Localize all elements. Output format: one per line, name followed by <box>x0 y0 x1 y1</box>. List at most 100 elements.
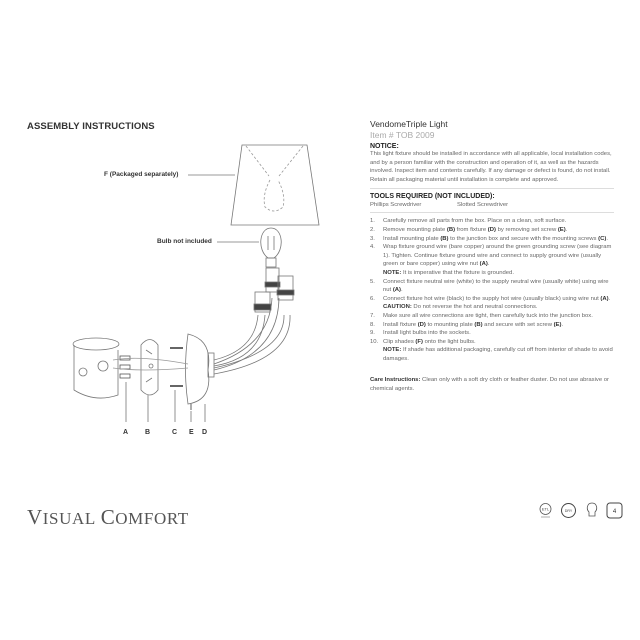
logo-c: C <box>100 505 116 529</box>
arms-drawing <box>213 297 291 375</box>
bulb-icon <box>583 502 600 519</box>
step-item: 10. Clip shades (F) onto the light bulbs.… <box>370 338 614 364</box>
step-text: . <box>606 235 608 242</box>
step-text: Make sure all wire connections are tight… <box>383 312 593 319</box>
notice-text: This light fixture should be installed i… <box>370 151 612 183</box>
step-number: 4. <box>370 244 375 251</box>
certification-icons: ETL DRY 4 <box>537 502 623 519</box>
svg-text:DRY: DRY <box>565 509 573 513</box>
note-text: If shade has additional packaging, caref… <box>383 347 613 362</box>
step-number: 2. <box>370 226 375 233</box>
part-reference: (B) <box>446 226 456 233</box>
notice-heading: NOTICE: <box>370 143 399 150</box>
part-label-e: E <box>189 429 194 436</box>
tools-list: Phillips Screwdriver Slotted Screwdriver <box>370 202 614 208</box>
dry-rated-icon: DRY <box>560 502 577 519</box>
step-text: Wrap fixture ground wire (bare copper) a… <box>383 244 612 268</box>
step-text: . <box>487 261 490 268</box>
logo-v: V <box>27 505 43 529</box>
tool-item: Phillips Screwdriver <box>370 202 422 209</box>
part-label-a: A <box>123 429 129 436</box>
step-item: 4. Wrap fixture ground wire (bare copper)… <box>370 243 614 277</box>
note-label: NOTE: <box>383 347 402 354</box>
part-reference: (D) <box>487 226 496 233</box>
junction-box-drawing <box>72 337 120 399</box>
part-reference: (F) <box>415 338 423 345</box>
step-text: . <box>565 226 568 233</box>
step-text: . <box>561 321 564 328</box>
divider <box>370 188 614 190</box>
step-note: NOTE: If shade has additional packaging,… <box>383 346 614 363</box>
etl-listed-icon: ETL <box>537 502 554 519</box>
part-label-c: C <box>172 429 178 436</box>
step-text: Install light bulbs into the sockets. <box>383 330 471 337</box>
step-text: from fixture <box>455 226 488 233</box>
divider <box>370 212 614 214</box>
step-item: 1. Carefully remove all parts from the bo… <box>370 217 614 226</box>
step-item: 6.Connect fixture hot wire (black) to th… <box>370 295 614 312</box>
mounting-plate-drawing <box>140 339 159 396</box>
step-text: Remove mounting plate <box>383 226 447 233</box>
step-item: 2. Remove mounting plate (B) from fixture… <box>370 226 614 235</box>
part-reference: (D) <box>417 321 426 328</box>
step-number: 1. <box>370 218 375 225</box>
logo-isual: ISUAL <box>42 509 96 528</box>
step-number: 8. <box>370 321 375 328</box>
step-number: 9. <box>370 330 375 337</box>
step-text: Install mounting plate <box>383 235 441 242</box>
care-label: Care Instructions: <box>370 377 421 384</box>
step-text: Carefully remove all parts from the box.… <box>383 218 567 225</box>
part-label-b: B <box>145 429 151 436</box>
step-note: CAUTION: Do not reverse the hot and neut… <box>383 303 614 312</box>
part-label-d: D <box>202 429 208 436</box>
canopy-drawing <box>185 333 215 410</box>
svg-text:4: 4 <box>613 509 617 515</box>
bulb-drawing <box>260 227 282 268</box>
note-label: CAUTION: <box>383 304 412 311</box>
part-reference: (B) <box>440 235 449 242</box>
callout-shade-f: F (Packaged separately) <box>104 171 179 178</box>
step-number: 10. <box>370 338 379 345</box>
part-reference: (A) <box>600 295 609 302</box>
step-text: and secure with set screw <box>482 321 554 328</box>
tool-item: Slotted Screwdriver <box>457 202 509 209</box>
tools-heading: TOOLS REQUIRED (NOT INCLUDED): <box>370 193 495 201</box>
part-reference: (E) <box>557 226 566 233</box>
step-number: 6. <box>370 295 375 302</box>
instructions-column: VendomeTriple Light Item # TOB 2009 NOTI… <box>370 119 614 394</box>
product-name: VendomeTriple Light <box>370 119 448 129</box>
step-text: . <box>608 295 611 302</box>
step-item: 3. Install mounting plate (B) to the junc… <box>370 235 614 244</box>
part-reference: (A) <box>479 261 488 268</box>
sockets-drawing <box>253 267 295 313</box>
steps-list: 1. Carefully remove all parts from the bo… <box>370 217 614 363</box>
part-reference: (A) <box>392 287 402 294</box>
step-text: Install fixture <box>383 321 418 328</box>
step-item: 5. Connect fixture neutral wire (white) t… <box>370 278 614 295</box>
svg-text:ETL: ETL <box>542 507 550 512</box>
step-number: 3. <box>370 235 375 242</box>
bulb-count-icon: 4 <box>606 502 623 519</box>
step-number: 7. <box>370 312 375 319</box>
shade-frame-dashed <box>245 145 304 212</box>
note-text: Do not reverse the hot and neutral conne… <box>411 304 538 311</box>
step-text: to the junction box and secure with the … <box>448 235 599 242</box>
part-reference: (C) <box>598 235 607 242</box>
step-text: Clip shades <box>383 338 416 345</box>
logo-omfort: OMFORT <box>115 509 189 528</box>
step-number: 5. <box>370 278 375 285</box>
step-item: 9. Install light bulbs into the sockets. <box>370 329 614 338</box>
step-text: to mounting plate <box>425 321 475 328</box>
care-text: Clean only with a soft dry cloth or feat… <box>370 377 610 393</box>
step-item: 8.Install fixture (D) to mounting plate … <box>370 321 614 330</box>
step-note: NOTE: It is imperative that the fixture … <box>383 269 614 278</box>
step-text: Connect fixture neutral wire (white) to … <box>383 278 609 294</box>
note-label: NOTE: <box>383 269 402 276</box>
note-text: It is imperative that the fixture is gro… <box>401 269 514 276</box>
step-text: . <box>401 287 403 294</box>
part-reference: (E) <box>553 321 562 328</box>
step-text: onto the light bulbs. <box>422 338 476 345</box>
assembly-instructions-title: ASSEMBLY INSTRUCTIONS <box>27 121 155 132</box>
step-item: 7. Make sure all wire connections are tig… <box>370 312 614 321</box>
